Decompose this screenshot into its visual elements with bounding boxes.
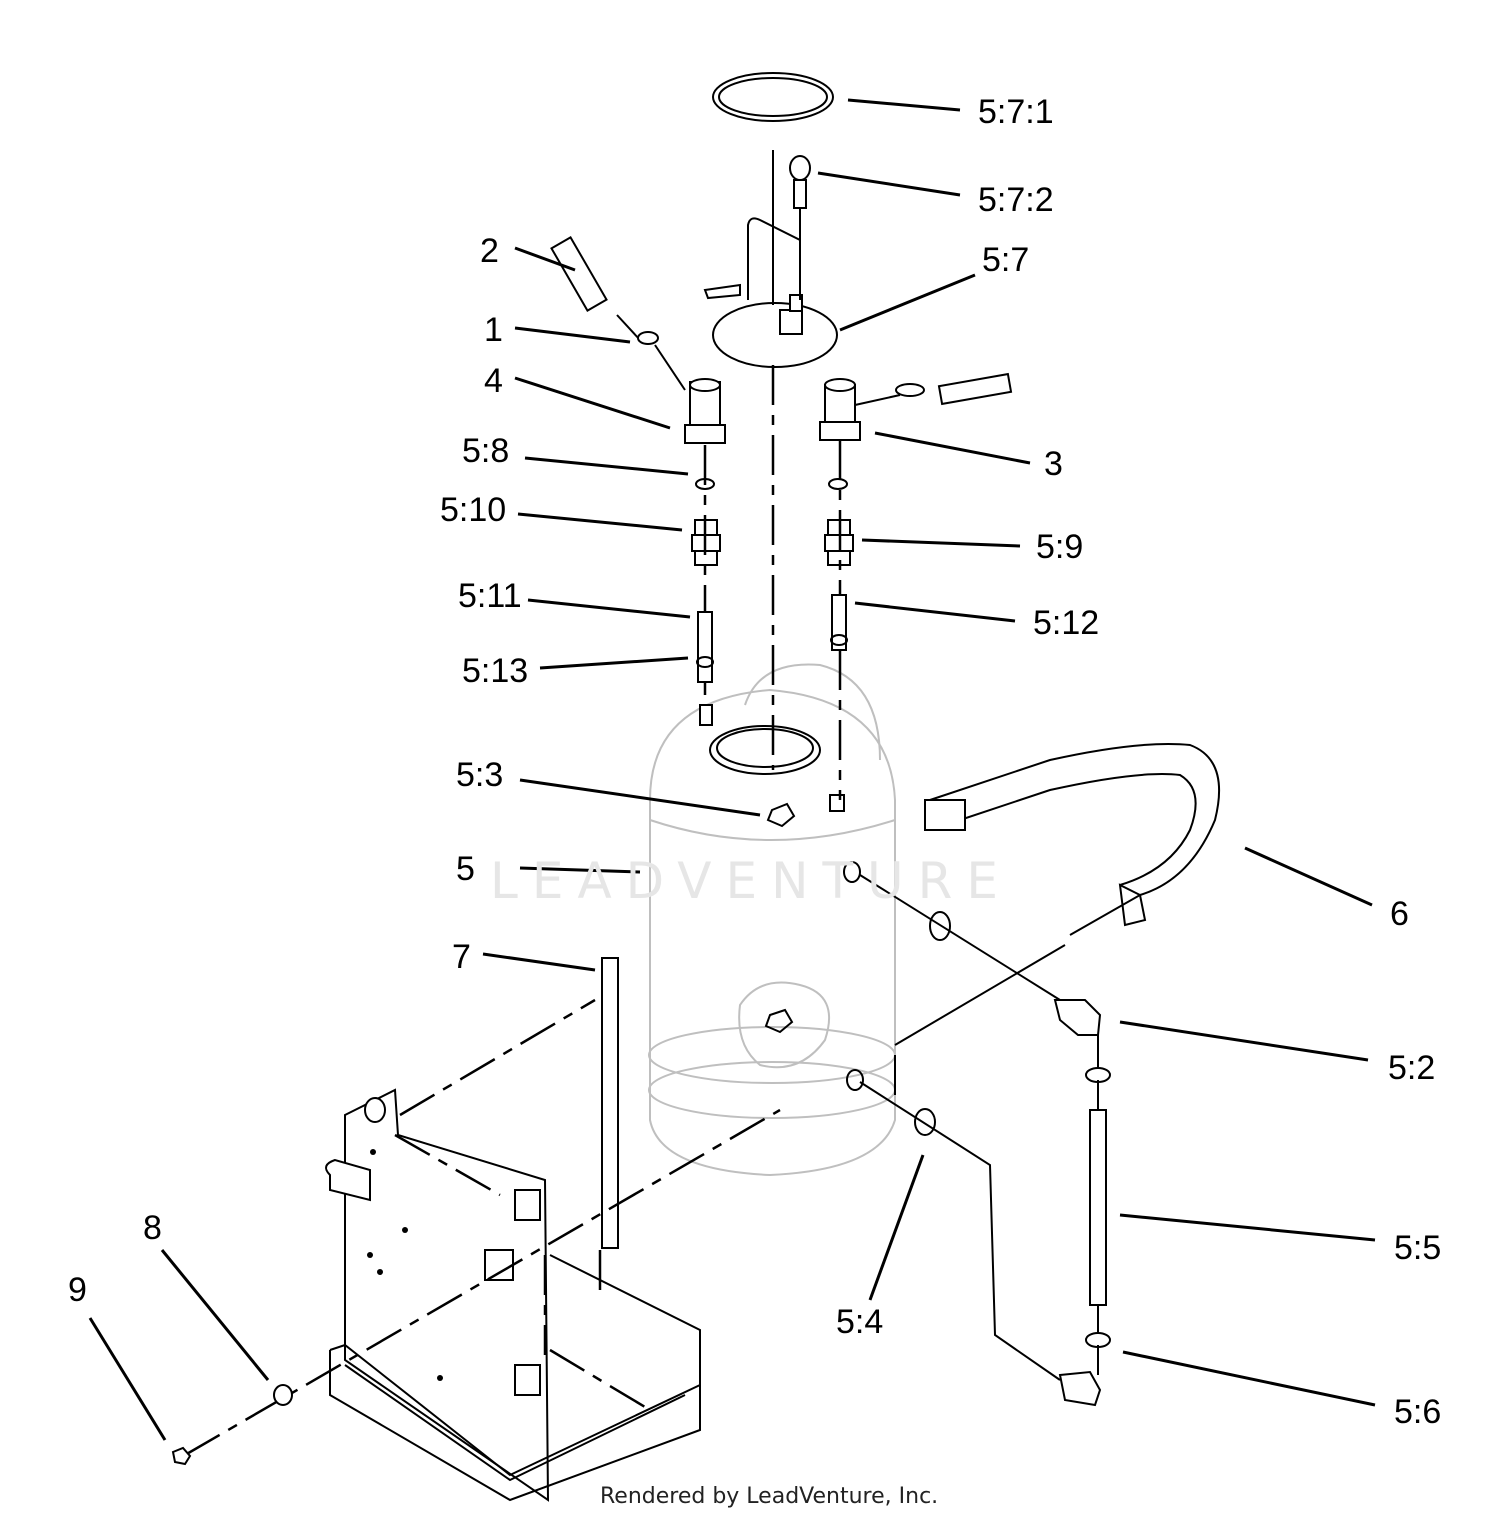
callout-4: 4 [484,362,503,400]
callout-9: 9 [68,1271,87,1309]
callout-5-8: 5:8 [462,432,510,470]
callout-5-4: 5:4 [836,1303,884,1341]
base-frame [184,998,896,1502]
o-ring [712,72,834,122]
callout-5-9: 5:9 [1036,528,1084,566]
callout-5-11: 5:11 [458,577,522,615]
callout-5-7-2: 5:7:2 [978,181,1054,219]
bracket-strip [601,957,619,1249]
right-fitting-stack [819,372,1013,800]
callout-5-7-1: 5:7:1 [978,93,1054,131]
callout-5-13: 5:13 [462,652,529,690]
callout-2: 2 [480,232,499,270]
watermark: LEADVENTURE [490,852,1012,910]
callout-5: 5 [456,850,475,888]
callout-5-2: 5:2 [1388,1049,1436,1087]
callout-6: 6 [1390,895,1409,933]
valve [789,155,811,209]
callout-1: 1 [484,311,503,349]
footer-credit: Rendered by LeadVenture, Inc. [600,1484,939,1509]
tank [648,663,896,1177]
screw [171,1446,192,1466]
callout-5-7: 5:7 [982,241,1030,279]
callout-5-5: 5:5 [1394,1229,1442,1267]
callout-5-3: 5:3 [456,756,504,794]
callout-8: 8 [143,1209,162,1247]
leader-lines [88,98,1376,1441]
callout-5-12: 5:12 [1033,604,1100,642]
left-fitting-stack [550,235,726,726]
lid-assembly [703,217,838,368]
callout-7: 7 [452,938,471,976]
callout-5-6: 5:6 [1394,1393,1442,1431]
hose-assembly [859,874,1111,1407]
callout-5-10: 5:10 [440,491,507,529]
callout-3: 3 [1044,445,1063,483]
strap [894,743,1221,1046]
washer [273,1384,293,1406]
